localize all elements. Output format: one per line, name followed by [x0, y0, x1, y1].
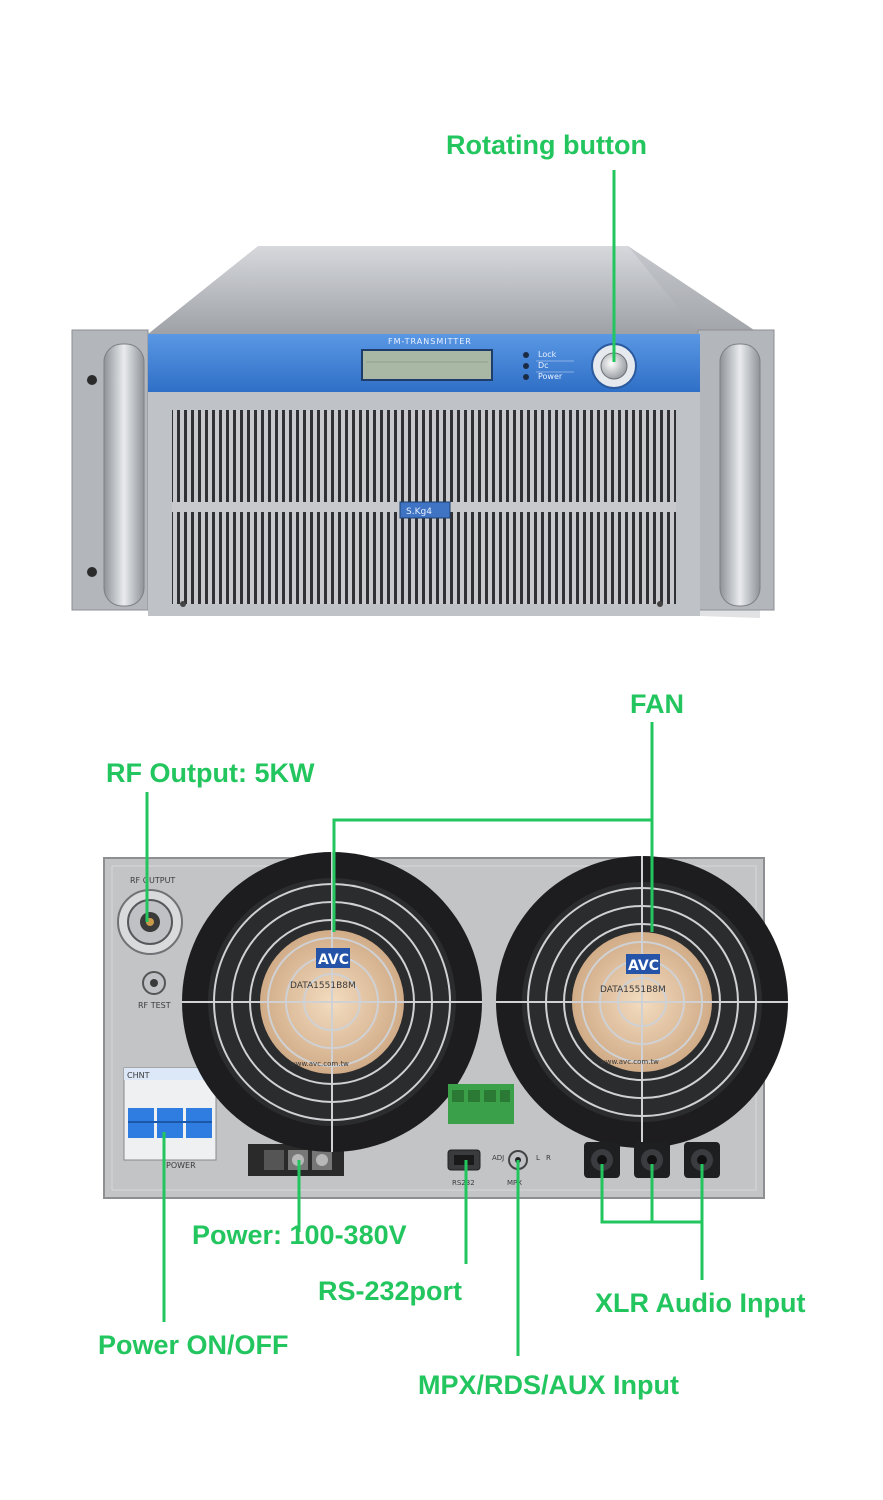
callout-xlr: XLR Audio Input: [595, 1288, 805, 1318]
screw: [180, 601, 186, 607]
r-label: R: [546, 1154, 551, 1162]
vent-grille-upper: [172, 410, 676, 502]
callout-power-switch: Power ON/OFF: [98, 1330, 289, 1360]
rs232-label: RS232: [452, 1179, 475, 1187]
fan-left: AVC DATA1551B8M www.avc.com.tw: [182, 852, 482, 1152]
callout-power: Power: 100-380V: [192, 1220, 407, 1250]
adj-label: ADJ: [492, 1154, 504, 1162]
rs232-port[interactable]: [447, 1149, 481, 1171]
mpx-label: MPX: [507, 1179, 522, 1187]
indicator-lock-label: Lock: [538, 350, 557, 359]
handle-right: [719, 343, 761, 607]
fan-right: AVC DATA1551B8M www.avc.com.tw: [496, 856, 788, 1148]
brand-badge-text: S.Kg4: [406, 507, 432, 517]
rf-test-label: RF TEST: [138, 1001, 171, 1010]
lcd-display: [361, 349, 493, 381]
callout-rs232: RS-232port: [318, 1276, 462, 1306]
callout-mpx: MPX/RDS/AUX Input: [418, 1370, 679, 1400]
callout-leaders: [145, 722, 704, 1356]
indicator-power-label: Power: [538, 372, 563, 381]
brand-badge: [399, 501, 451, 519]
handle-left: [103, 343, 145, 607]
xlr-input-2[interactable]: [634, 1142, 670, 1178]
rf-output-label: RF OUTPUT: [130, 876, 175, 885]
front-transmitter-unit: FM-TRANSMITTER Lock Dc Power S.Kg4: [71, 246, 775, 618]
callout-rf-output: RF Output: 5KW: [106, 758, 315, 788]
vent-grille-lower: [172, 512, 676, 604]
callout-rotating-button: Rotating button: [446, 130, 647, 160]
lock-led: [523, 352, 529, 358]
l-label: L: [536, 1154, 540, 1162]
power-led: [523, 374, 529, 380]
callout-fan: FAN: [630, 689, 684, 719]
fan-model-right: DATA1551B8M: [600, 985, 666, 995]
rear-transmitter-unit: RF OUTPUT RF TEST CHNT POWER: [103, 852, 788, 1199]
breaker-brand: CHNT: [127, 1071, 150, 1080]
power-breaker[interactable]: CHNT: [123, 1067, 217, 1161]
fan-url-left: www.avc.com.tw: [290, 1060, 349, 1068]
dc-led: [523, 363, 529, 369]
ear-hole: [87, 375, 97, 385]
fan-url-right: www.avc.com.tw: [600, 1058, 659, 1066]
xlr-input-1[interactable]: [584, 1142, 620, 1178]
panel-title: FM-TRANSMITTER: [388, 337, 472, 346]
chassis-top: [148, 246, 760, 334]
rf-output-connector[interactable]: [117, 889, 183, 955]
xlr-input-3[interactable]: [684, 1142, 720, 1178]
screw: [657, 601, 663, 607]
ear-hole: [87, 567, 97, 577]
control-terminal-block: [448, 1084, 514, 1124]
rotating-knob[interactable]: [591, 343, 637, 389]
fan-brand-left: AVC: [318, 952, 349, 968]
fan-brand-right: AVC: [628, 958, 659, 974]
indicator-dc-label: Dc: [538, 361, 549, 370]
fan-model-left: DATA1551B8M: [290, 981, 356, 991]
rf-test-connector[interactable]: [142, 971, 166, 995]
power-label: POWER: [166, 1161, 196, 1170]
